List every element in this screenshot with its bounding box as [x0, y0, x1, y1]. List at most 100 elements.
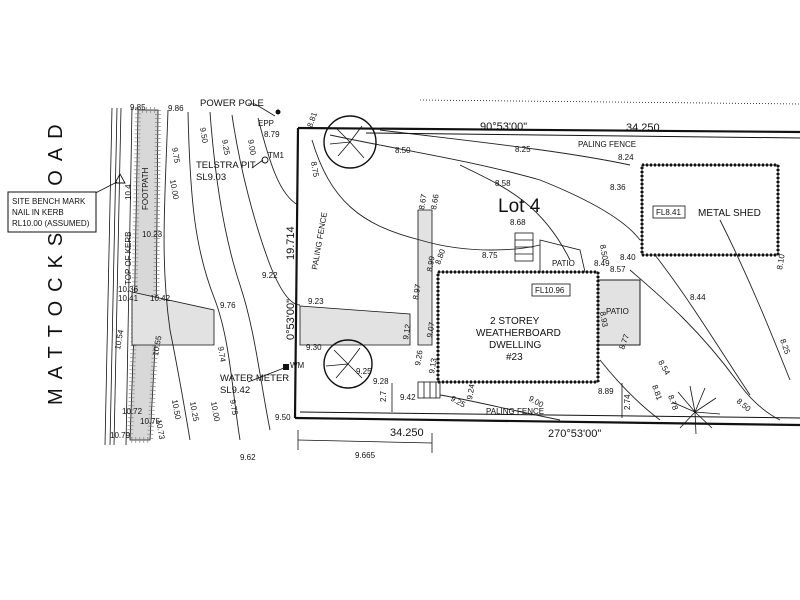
top-distance: 34.250 [626, 122, 660, 134]
tm1-label: TM1 [268, 151, 285, 160]
level: 10.00 [209, 401, 221, 423]
footpath-label: FOOTPATH [141, 167, 150, 210]
dwelling-label-3: DWELLING [489, 340, 541, 351]
level: 8.97 [411, 283, 423, 300]
level: 10.50 [170, 399, 182, 421]
level: 9.50 [275, 413, 291, 422]
level: 8.40 [620, 253, 636, 262]
level: 10.00 [168, 179, 180, 201]
telstra-pit-label: TELSTRA PIT [196, 160, 256, 171]
level: 8.75 [482, 251, 498, 260]
level: 9.13 [427, 357, 439, 374]
offset-9-665: 9.665 [355, 451, 376, 460]
power-pole-label: POWER POLE [200, 98, 264, 109]
telstra-sl-label: SL9.03 [196, 172, 226, 183]
bottom-distance: 34.250 [390, 427, 424, 439]
level: 9.30 [306, 343, 322, 352]
footpath-strip [126, 107, 162, 443]
level: 8.89 [598, 387, 614, 396]
dwelling-fl-label: FL10.96 [535, 286, 565, 295]
water-meter-label: WATER METER [220, 373, 289, 384]
level: 8.58 [495, 179, 511, 188]
level: 9.75 [170, 147, 182, 164]
level: 8.50 [395, 146, 411, 155]
level: 9.42 [400, 393, 416, 402]
driveway-crossover [131, 209, 641, 346]
level: 8.10 [775, 253, 787, 270]
level: 8.78 [666, 394, 680, 412]
power-pole-icon [275, 109, 281, 115]
level: 10.75 [140, 417, 161, 426]
level: 9.25 [220, 139, 232, 156]
dwelling-label-2: WEATHERBOARD [476, 328, 561, 339]
spot-levels: 9.85 9.86 9.75 9.50 9.25 9.00 8.79 8.81 … [110, 103, 792, 462]
level: 9.26 [413, 349, 425, 366]
level: 9.76 [220, 301, 236, 310]
level: 10.55 [151, 335, 163, 357]
level: 9.28 [373, 377, 389, 386]
lot-boundary [293, 99, 800, 427]
level: 9.12 [401, 323, 413, 340]
wm-label: WM [290, 361, 305, 370]
palm-symbol [671, 385, 721, 435]
level: 9.22 [262, 271, 278, 280]
left-bearing: 0°53'00" [285, 299, 297, 340]
dimension-lines [297, 383, 623, 453]
level: 9.75 [228, 399, 240, 416]
level: 10.42 [150, 294, 171, 303]
left-distance: 19.714 [285, 226, 297, 260]
dwelling-label-4: #23 [506, 352, 523, 363]
level: 8.50 [735, 397, 753, 414]
level: 10.25 [188, 401, 200, 423]
benchmark-box [7, 191, 97, 233]
dwelling-fl-box [531, 283, 571, 297]
level: 9.25 [356, 367, 372, 376]
level: 8.75 [309, 161, 321, 178]
level: 8.25 [515, 145, 531, 154]
patio-areas [539, 239, 641, 346]
level: 9.86 [168, 104, 184, 113]
tree-symbol-front [323, 339, 373, 389]
road-name-label: MATTOCKS ROAD [45, 115, 67, 405]
level: 10.41 [118, 294, 139, 303]
kerb-lines [104, 107, 133, 446]
level: 10.36 [118, 285, 139, 294]
level: 9.24 [465, 383, 477, 400]
benchmark-line-3: RL10.00 (ASSUMED) [12, 219, 90, 228]
dwelling-outline [436, 270, 600, 384]
level: 8.68 [510, 218, 526, 227]
paling-fence-top-label: PALING FENCE [578, 140, 636, 149]
tree-symbol-top [323, 115, 377, 169]
benchmark-line-1: SITE BENCH MARK [12, 197, 86, 206]
epp-label: EPP [258, 119, 274, 128]
patio-label-1: PATIO [552, 259, 575, 268]
metal-shed-label: METAL SHED [698, 208, 761, 219]
patio-label-2: PATIO [606, 307, 629, 316]
level: 8.66 [429, 193, 441, 210]
level: 8.81 [650, 384, 664, 402]
lot-label: Lot 4 [498, 196, 541, 217]
paling-fence-left-label: PALING FENCE [310, 212, 329, 271]
level: 8.44 [690, 293, 706, 302]
level: 9.74 [216, 346, 228, 363]
level: 8.24 [618, 153, 634, 162]
benchmark-line-2: NAIL IN KERB [12, 208, 64, 217]
level: 10.54 [113, 329, 125, 351]
level: 10.73 [154, 419, 166, 441]
level: 8.50 [598, 244, 610, 261]
level: 8.79 [264, 130, 280, 139]
water-meter-icon [283, 364, 289, 370]
level: 9.07 [425, 321, 437, 338]
level: 9.23 [308, 297, 324, 306]
paling-fences [299, 132, 800, 419]
water-sl-label: SL9.42 [220, 385, 250, 396]
level: 8.54 [656, 359, 672, 377]
shed-fl-box [652, 205, 686, 219]
paling-fence-bottom-label: PALING FENCE [486, 407, 544, 416]
level: 8.57 [610, 265, 626, 274]
shed-fl-label: FL8.41 [656, 208, 681, 217]
benchmark-triangle-icon [114, 173, 126, 184]
level: 10.4 [124, 184, 133, 200]
level: 8.93 [598, 311, 610, 328]
